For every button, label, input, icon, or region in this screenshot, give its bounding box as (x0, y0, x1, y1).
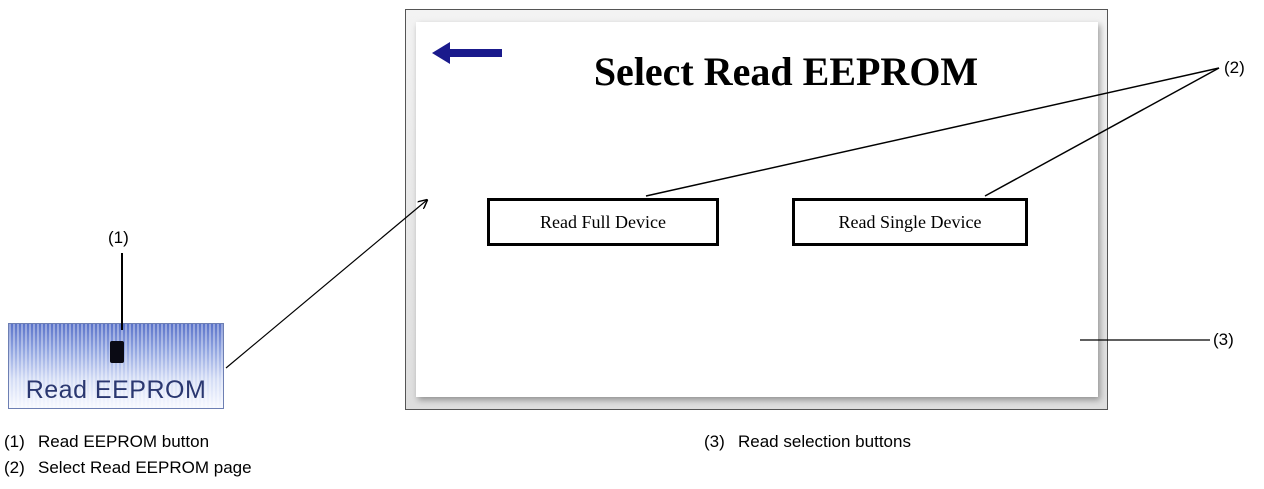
chip-icon (110, 341, 124, 363)
read-single-device-button[interactable]: Read Single Device (792, 198, 1028, 246)
button-to-page-arrow (225, 200, 427, 369)
legend-item: (3) Read selection buttons (704, 432, 911, 452)
legend-text: Read selection buttons (738, 432, 911, 451)
callout-2: (2) (1224, 58, 1245, 77)
page-title: Select Read EEPROM (593, 49, 979, 94)
read-eeprom-label: Read EEPROM (25, 376, 207, 404)
legend-number: (1) (4, 432, 25, 451)
legend-number: (2) (4, 458, 25, 477)
read-eeprom-button[interactable]: Read EEPROM (8, 323, 224, 409)
select-read-eeprom-page: Select Read EEPROM Read Full Device Read… (405, 9, 1108, 410)
callout-1: (1) (108, 228, 129, 247)
legend-text: Read EEPROM button (38, 432, 210, 451)
page-content: Select Read EEPROM Read Full Device Read… (416, 22, 1098, 397)
legend-item: (1) Read EEPROM button (4, 432, 209, 452)
legend-text: Select Read EEPROM page (38, 458, 252, 477)
callout-3: (3) (1213, 330, 1234, 349)
legend-number: (3) (704, 432, 725, 451)
legend-item: (2) Select Read EEPROM page (4, 458, 252, 478)
back-arrow-icon[interactable] (432, 40, 504, 66)
read-full-device-button[interactable]: Read Full Device (487, 198, 719, 246)
